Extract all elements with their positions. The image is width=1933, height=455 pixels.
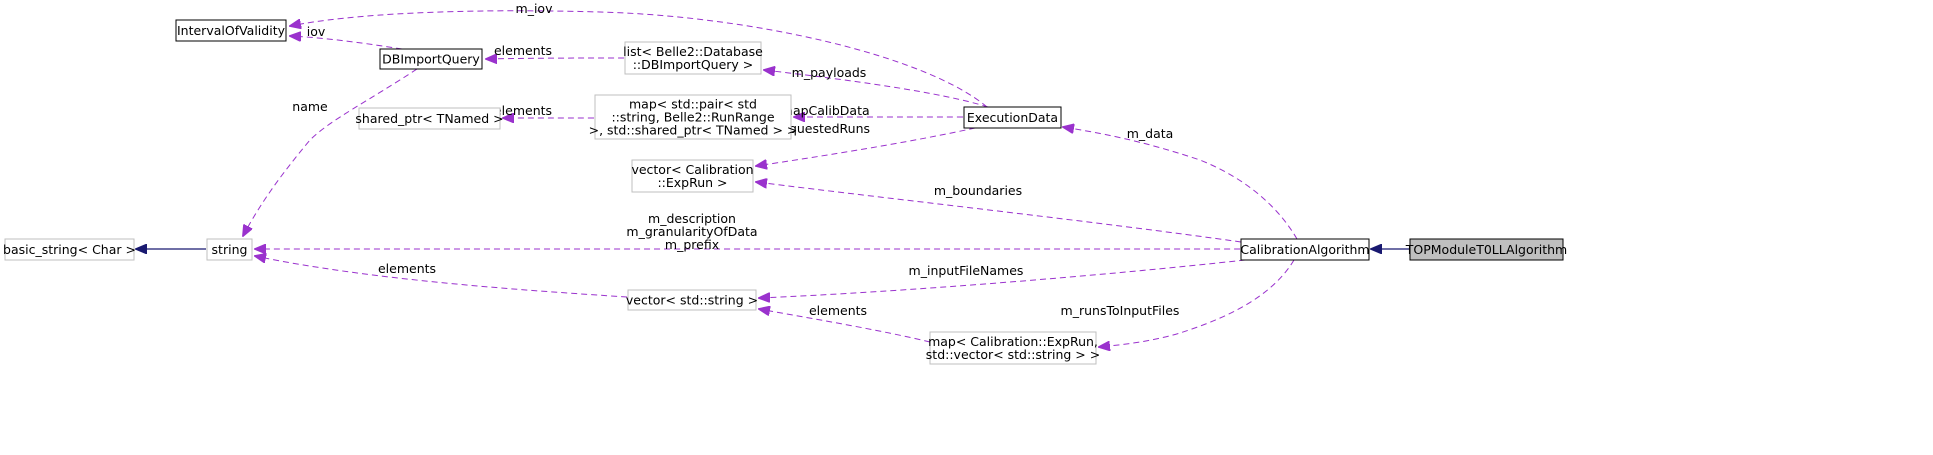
node-box (175, 19, 287, 42)
node-box (963, 106, 1062, 129)
edge-iov (290, 36, 403, 50)
edge-label-iov: iov (307, 24, 326, 39)
node-label: vector< std::string > (626, 293, 758, 308)
edge-label-string-members: m_prefix (665, 237, 719, 252)
node-basic-string[interactable]: basic_string< Char > (3, 238, 136, 261)
edge-elements-string (255, 256, 628, 298)
edge-m-data (1063, 127, 1298, 240)
node-box (624, 41, 762, 75)
node-box (4, 238, 135, 261)
node-map-exprun-vector[interactable]: map< Calibration::ExpRun,std::vector< st… (926, 331, 1100, 365)
edges-layer (136, 10, 1409, 347)
edge-label-string-members: m_description (648, 211, 736, 226)
edge-label-m-runs-to-input-files: m_runsToInputFiles (1061, 303, 1180, 318)
node-box (1240, 238, 1370, 261)
node-top-module-algorithm[interactable]: TOPModuleT0LLAlgorithm (1405, 238, 1568, 261)
node-interval-of-validity[interactable]: IntervalOfValidity (175, 19, 287, 42)
node-label: map< Calibration::ExpRun, (928, 334, 1098, 349)
edge-m-boundaries (756, 182, 1242, 243)
node-box (206, 238, 253, 261)
node-vector-exprun[interactable]: vector< Calibration::ExpRun > (631, 159, 754, 193)
edge-label-m-input-file-names: m_inputFileNames (909, 263, 1024, 278)
edge-label-m-payloads: m_payloads (792, 65, 867, 80)
edge-label-elements-shared: elements (494, 103, 552, 118)
node-label: ::DBImportQuery > (633, 57, 754, 72)
node-box (594, 94, 792, 140)
node-label: DBImportQuery (382, 52, 480, 67)
edge-label-m-data: m_data (1127, 126, 1174, 141)
node-label: CalibrationAlgorithm (1240, 242, 1369, 257)
node-box (627, 289, 757, 311)
edge-label-string-members: m_granularityOfData (626, 224, 757, 239)
edge-label-elements-string: elements (378, 261, 436, 276)
edge-label-m-boundaries: m_boundaries (934, 183, 1022, 198)
node-string[interactable]: string (206, 238, 253, 261)
node-label: ::string, Belle2::RunRange (611, 110, 774, 125)
node-box (929, 331, 1097, 365)
edge-elements-vecstr (759, 309, 931, 343)
edge-m-requested-runs (756, 127, 976, 166)
node-box (379, 48, 483, 70)
edge-m-iov (290, 10, 988, 108)
node-label: IntervalOfValidity (177, 23, 286, 38)
edge-m-payloads (764, 70, 989, 108)
node-label: basic_string< Char > (3, 242, 136, 257)
node-execution-data[interactable]: ExecutionData (963, 106, 1062, 129)
edge-name (243, 68, 418, 236)
edge-label-elements-vecstr: elements (809, 303, 867, 318)
edge-label-m-iov: m_iov (516, 1, 554, 16)
node-label: std::vector< std::string > > (926, 347, 1100, 362)
node-calibration-algorithm[interactable]: CalibrationAlgorithm (1240, 238, 1370, 261)
node-label: list< Belle2::Database (623, 44, 763, 59)
node-label: map< std::pair< std (629, 97, 757, 112)
node-list-db-import-query[interactable]: list< Belle2::Database::DBImportQuery > (623, 41, 763, 75)
node-vector-string[interactable]: vector< std::string > (626, 289, 758, 311)
edge-label-elements-dbq: elements (494, 43, 552, 58)
edge-m-input-file-names (759, 259, 1246, 298)
node-db-import-query[interactable]: DBImportQuery (379, 48, 483, 70)
node-label: vector< Calibration (631, 162, 753, 177)
node-shared-ptr-tnamed[interactable]: shared_ptr< TNamed > (355, 107, 504, 130)
node-box (631, 159, 754, 193)
node-label: string (212, 242, 248, 257)
edge-label-name: name (292, 99, 328, 114)
edge-elements-dbq (486, 58, 625, 59)
node-label: shared_ptr< TNamed > (355, 111, 503, 126)
node-label: TOPModuleT0LLAlgorithm (1405, 242, 1568, 257)
node-label: ExecutionData (967, 110, 1058, 125)
node-map-run-range[interactable]: map< std::pair< std::string, Belle2::Run… (589, 94, 798, 140)
node-label: ::ExpRun > (657, 175, 727, 190)
node-box (358, 107, 501, 130)
node-box (1409, 238, 1564, 261)
node-label: >, std::shared_ptr< TNamed > > (589, 123, 798, 138)
